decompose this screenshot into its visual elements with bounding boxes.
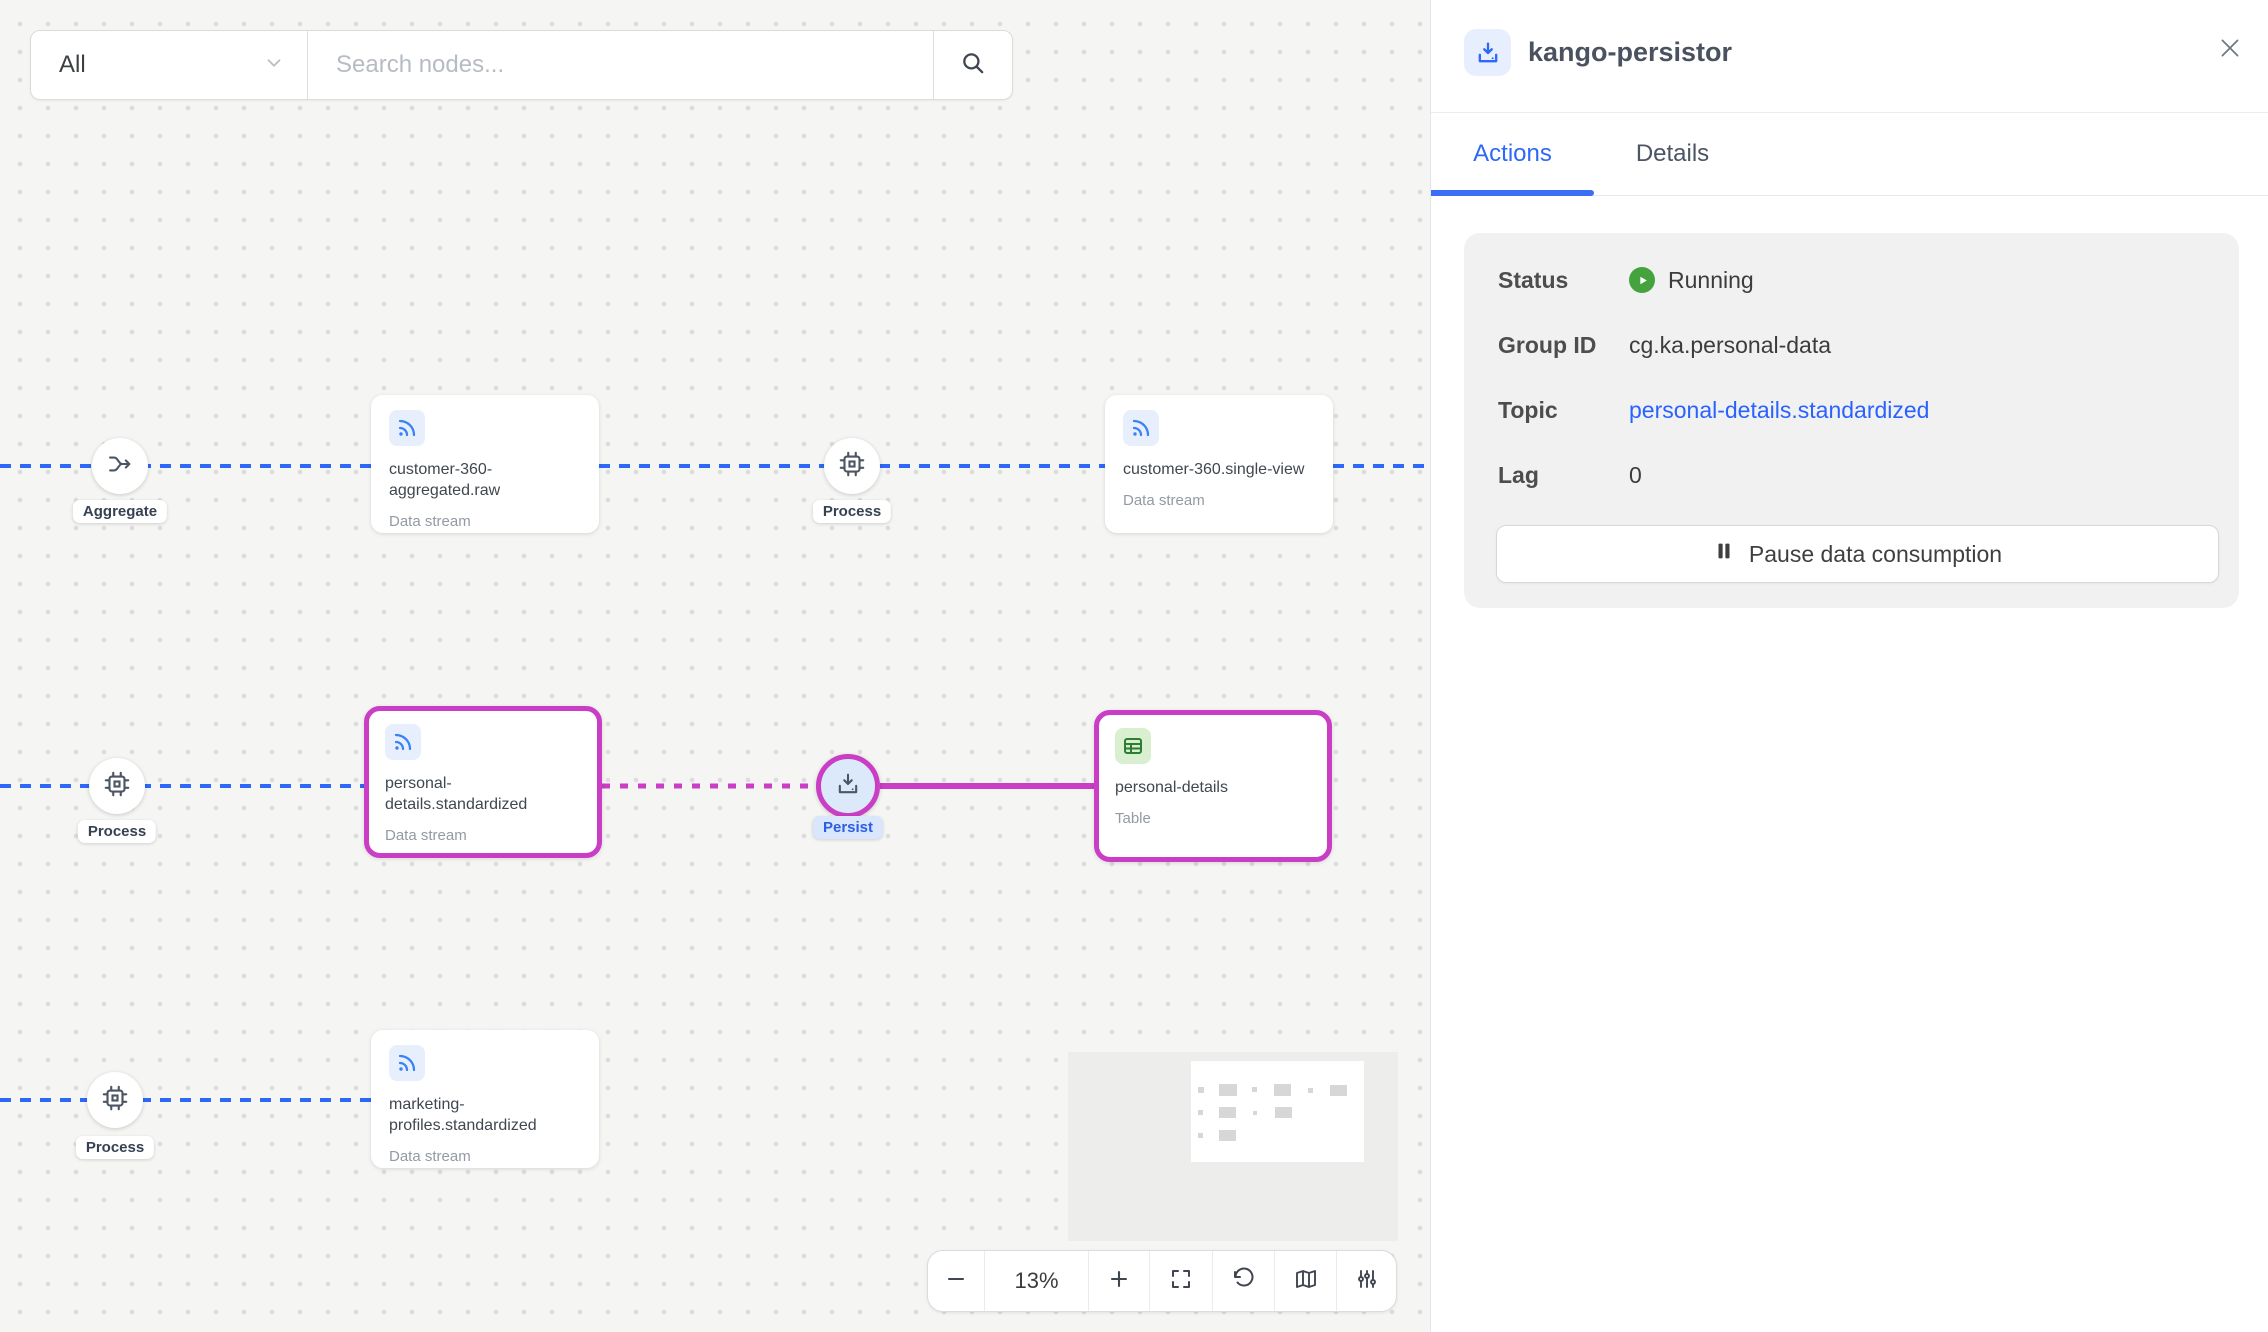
chip-icon (100, 1083, 130, 1118)
data-stream-icon (389, 410, 425, 446)
node-label-process-2: Process (77, 820, 157, 843)
card-title: marketing-profiles.standardized (389, 1096, 537, 1134)
group-id-value: cg.ka.personal-data (1629, 331, 1832, 358)
group-id-label: Group ID (1498, 331, 1597, 358)
zoom-out-button[interactable] (928, 1251, 984, 1311)
persist-download-icon (834, 770, 862, 803)
status-value: Running (1629, 267, 1754, 294)
panel-tabs: Actions Details (1431, 113, 2268, 196)
card-subtitle: Table (1115, 810, 1151, 827)
tab-details[interactable]: Details (1635, 140, 1710, 167)
minus-icon (944, 1267, 968, 1296)
detail-panel: kango-persistor Actions Details Status R… (1430, 0, 2268, 1332)
minimap-viewport[interactable] (1191, 1061, 1364, 1162)
pipeline-edges (0, 464, 1430, 1102)
node-process-3[interactable] (87, 1072, 143, 1128)
card-customer-360-aggregated-raw[interactable]: customer-360-aggregated.raw Data stream (371, 395, 599, 533)
chip-icon (837, 449, 867, 484)
node-type-filter-dropdown[interactable]: All (31, 31, 307, 99)
lag-row: Lag 0 (1498, 452, 2207, 498)
search-bar: All (30, 30, 1013, 100)
divider (307, 31, 308, 99)
canvas-toolbar: 13% (927, 1250, 1397, 1312)
group-id-row: Group ID cg.ka.personal-data (1498, 322, 2207, 368)
zoom-level-indicator[interactable]: 13% (984, 1251, 1088, 1311)
data-stream-icon (389, 1045, 425, 1081)
sliders-icon (1355, 1267, 1379, 1296)
card-title: customer-360-aggregated.raw (389, 461, 501, 499)
card-subtitle: Data stream (1123, 492, 1205, 509)
reset-view-button[interactable] (1212, 1251, 1274, 1311)
status-row: Status Running (1498, 257, 2207, 303)
chip-icon (102, 769, 132, 804)
card-subtitle: Data stream (389, 1148, 471, 1165)
node-aggregate[interactable] (92, 438, 148, 494)
card-marketing-profiles-standardized[interactable]: marketing-profiles.standardized Data str… (371, 1030, 599, 1168)
node-persist[interactable] (816, 754, 880, 818)
filter-selected-value: All (59, 51, 86, 78)
close-icon (2217, 35, 2243, 66)
divider (933, 31, 934, 99)
search-icon (960, 50, 986, 81)
plus-icon (1107, 1267, 1131, 1296)
table-icon (1115, 728, 1151, 764)
topic-label: Topic (1498, 396, 1558, 423)
panel-title: kango-persistor (1528, 37, 1733, 67)
canvas-settings-button[interactable] (1336, 1251, 1396, 1311)
zoom-in-button[interactable] (1088, 1251, 1149, 1311)
zoom-level-value: 13% (1014, 1268, 1059, 1293)
node-label-persist: Persist (812, 816, 884, 839)
consumer-info-card: Status Running Group ID cg.ka.personal-d… (1464, 233, 2239, 608)
node-label-process-3: Process (75, 1136, 155, 1159)
tab-actions[interactable]: Actions (1473, 140, 1552, 167)
card-title: personal-details (1115, 779, 1228, 796)
card-personal-details-standardized[interactable]: personal-details.standardized Data strea… (364, 706, 602, 858)
lag-label: Lag (1498, 461, 1539, 488)
pipeline-canvas[interactable]: Aggregate customer-360-aggregated.raw Da… (0, 0, 1430, 1332)
pause-button-label: Pause data consumption (1748, 540, 2003, 567)
chevron-down-icon (263, 52, 285, 79)
panel-header: kango-persistor (1431, 0, 2268, 113)
status-label: Status (1498, 266, 1569, 293)
running-status-icon (1629, 267, 1655, 293)
card-subtitle: Data stream (385, 827, 467, 844)
fit-view-button[interactable] (1149, 1251, 1212, 1311)
search-input[interactable] (308, 31, 933, 99)
node-process-2[interactable] (89, 758, 145, 814)
card-title: personal-details.standardized (385, 775, 528, 813)
topic-row: Topic personal-details.standardized (1498, 387, 2207, 433)
pause-data-consumption-button[interactable]: Pause data consumption (1496, 525, 2219, 583)
status-text: Running (1668, 266, 1754, 293)
card-title: customer-360.single-view (1123, 461, 1305, 478)
fullscreen-icon (1169, 1267, 1193, 1296)
rotate-ccw-icon (1232, 1267, 1256, 1296)
node-label-process-1: Process (812, 500, 892, 523)
pause-icon (1713, 540, 1735, 568)
toggle-minimap-button[interactable] (1274, 1251, 1336, 1311)
persist-download-icon (1464, 29, 1511, 76)
card-customer-360-single-view[interactable]: customer-360.single-view Data stream (1105, 395, 1333, 533)
card-personal-details[interactable]: personal-details Table (1094, 710, 1332, 862)
active-tab-indicator (1431, 190, 1594, 196)
search-button[interactable] (934, 31, 1012, 99)
minimap[interactable] (1068, 1052, 1398, 1241)
data-stream-icon (1123, 410, 1159, 446)
node-label-aggregate: Aggregate (72, 500, 168, 523)
close-panel-button[interactable] (2214, 34, 2246, 66)
lag-value: 0 (1629, 461, 1642, 488)
aggregate-merge-icon (106, 450, 134, 483)
map-icon (1294, 1267, 1318, 1296)
topic-link[interactable]: personal-details.standardized (1629, 396, 1930, 423)
node-process-1[interactable] (824, 438, 880, 494)
data-stream-icon (385, 724, 421, 760)
card-subtitle: Data stream (389, 513, 471, 530)
